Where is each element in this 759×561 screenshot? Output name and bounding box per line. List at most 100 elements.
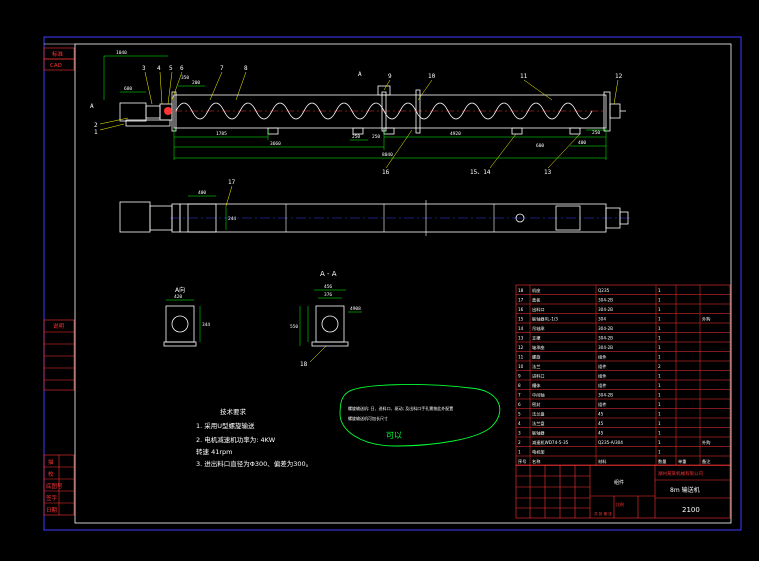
dim-shaft: 350	[181, 75, 189, 81]
bom-cell: 1	[658, 336, 661, 341]
bom-cell: Q235-A/304	[598, 440, 623, 445]
notes-line-3: 转速 41rpm	[196, 447, 232, 456]
balloon-12: 12	[615, 73, 623, 80]
bom-cell: 联轴器	[532, 430, 545, 437]
bom-cell: 1	[658, 440, 661, 445]
bom-cell: 组件	[598, 354, 606, 361]
bom-cell: 1	[658, 402, 661, 407]
dim-end-b: 250	[592, 130, 600, 136]
screw-flights	[175, 102, 593, 120]
section-marker-a: A	[358, 71, 362, 78]
bom-cell: 进料口	[532, 373, 545, 380]
main-elevation	[119, 85, 626, 135]
strip-label-2: CAD	[50, 63, 62, 69]
bom-cell: 1	[658, 450, 661, 455]
bom-cell: 名称	[532, 458, 540, 465]
bom-cell: 2	[658, 364, 661, 369]
bom-cell: 出料口	[532, 306, 545, 313]
trough-body	[173, 94, 607, 129]
section-dim-4908: 4908	[350, 306, 361, 312]
bom-cell: 组件	[598, 401, 606, 408]
dim-motor: 680	[124, 86, 132, 92]
section-aa: A - A 456 376 550 4908 18	[290, 270, 362, 368]
bom-cell: 304-2B	[598, 336, 613, 341]
bom-cell: 1	[658, 374, 661, 379]
balloon-8: 8	[244, 65, 248, 72]
balloon-3: 3	[142, 65, 146, 72]
bom-cell: 10	[518, 364, 524, 369]
strip-mid-label: 说明	[53, 322, 65, 330]
strip-label-1: 标准	[52, 50, 64, 58]
title-drawing-name: 8m 输送机	[670, 486, 700, 494]
cloud-line-1: 螺旋输送机: 日、进料口、驱动; 及出料口手孔需按此外配置	[348, 405, 453, 411]
plan-balloon-17: 17	[228, 179, 236, 186]
view-a-dim-420: 420	[174, 294, 182, 300]
title-drawing-no: 2100	[682, 506, 700, 514]
bom-cell: 组件	[598, 373, 606, 380]
bom-cell: 1	[658, 317, 661, 322]
strip-bottom-2: 校	[48, 470, 54, 478]
bom-cell: 7	[518, 393, 521, 398]
section-dim-376: 376	[324, 292, 332, 298]
balloon-7: 7	[220, 65, 224, 72]
bom-cell: 3	[518, 431, 521, 436]
plan-dim-244: 244	[228, 216, 236, 222]
bom-cell: 外购	[702, 439, 710, 446]
bom-cell: 材料	[598, 458, 607, 465]
bom-cell: 电机架	[532, 449, 545, 456]
plan-view: 17 400 244	[119, 179, 630, 236]
tech-notes: 技术要求 1. 采用U型螺旋输送 2. 电机减速机功率为: 4KW 转速 41r…	[196, 407, 312, 468]
main-dimensions	[103, 55, 607, 160]
bom-cell: 法兰盘	[532, 420, 545, 427]
bom-cell: 1	[658, 288, 661, 293]
bom-cell: 15	[518, 317, 524, 322]
view-a-title: A向	[175, 286, 185, 294]
strip-bottom-1: 描	[48, 458, 54, 466]
bom-cell: 1	[518, 450, 521, 455]
bom-cell: 9	[518, 374, 521, 379]
balloon-10: 10	[428, 73, 436, 80]
bom-cell: 中间轴	[532, 392, 545, 399]
title-scale-label: 比例	[616, 501, 624, 507]
bom-cell: 1	[658, 393, 661, 398]
motor	[119, 102, 147, 122]
bom-cell: 法兰	[532, 363, 540, 370]
bom-cell: 螺旋	[532, 354, 541, 361]
bom-cell: 1	[658, 431, 661, 436]
bom-cell: 6	[518, 402, 521, 407]
title-company: 湖州某某机械有限公司	[658, 470, 703, 477]
bom-cell: 11	[518, 355, 524, 360]
bom-cell: 盖板	[532, 297, 541, 304]
bom-cell: 1	[658, 345, 661, 350]
bom-cell: 单重	[678, 458, 686, 465]
bom-cell: 密封	[532, 401, 540, 408]
bom-border	[515, 284, 731, 466]
balloon-13: 13	[544, 169, 552, 176]
plan-dim-400: 400	[198, 190, 206, 196]
side-strip	[43, 47, 75, 516]
inner-frame	[74, 43, 732, 524]
bom-cell: 1	[658, 421, 661, 426]
bom-cell: 5	[518, 412, 521, 417]
dim-end-a: 400	[578, 140, 586, 146]
bom-cell: 304-2B	[598, 298, 613, 303]
dim-support-a: 250	[352, 134, 360, 140]
bom-cell: 吊轴承	[532, 325, 545, 332]
bom-cell: 12	[518, 345, 524, 350]
bom-cell: 304	[598, 317, 606, 322]
bom-cell: 数量	[658, 458, 666, 465]
balloon-11: 11	[520, 73, 528, 80]
balloon-2: 2	[94, 122, 98, 129]
bom-cell: 机座	[532, 287, 540, 294]
section-dim-550: 550	[290, 324, 298, 330]
bom-cell: 支撑	[532, 335, 541, 342]
dim-right: 600	[536, 143, 544, 149]
bom-cell: 45	[598, 421, 604, 426]
bom-cell: 304-2B	[598, 345, 613, 350]
view-a: A向 420 344	[163, 286, 210, 347]
bom-cell: 13	[518, 336, 524, 341]
bom-cell: 4	[518, 421, 521, 426]
notes-heading: 技术要求	[220, 407, 247, 416]
dim-small: 200	[192, 80, 200, 86]
